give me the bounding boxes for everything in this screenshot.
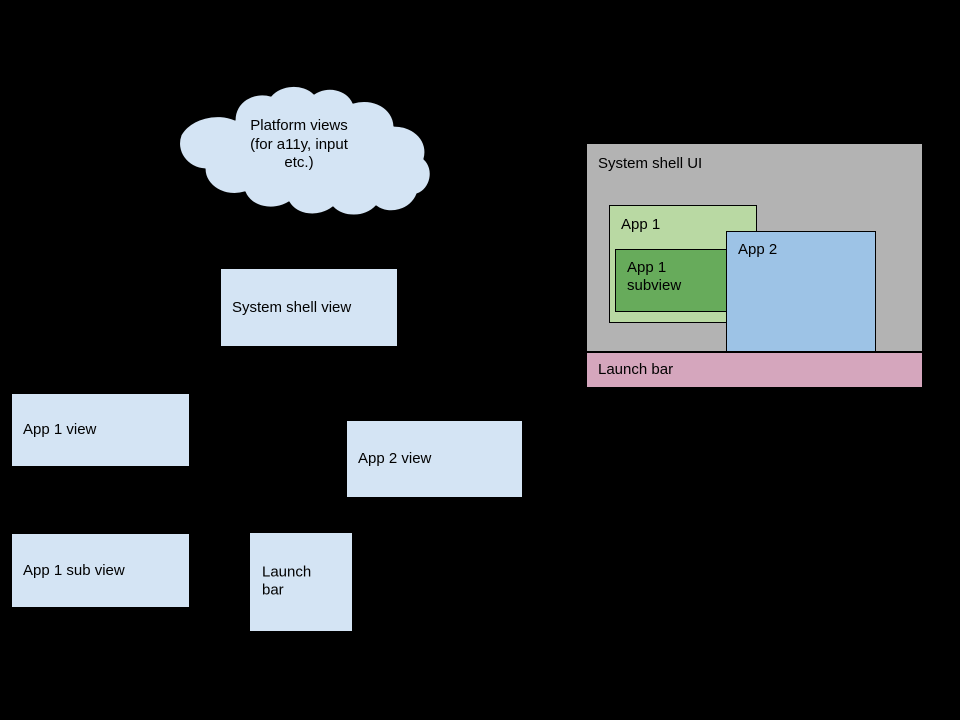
system-shell-view-box[interactable]: System shell view [220, 268, 398, 347]
app-2-view-label: App 2 view [358, 449, 432, 467]
app-1-subview-window-label: App 1 subview [627, 259, 682, 295]
app-2-view-box[interactable]: App 2 view [346, 420, 523, 498]
launch-bar-view-label: Launch bar [262, 563, 312, 599]
cloud-shape-icon [178, 86, 431, 216]
app-1-view-label: App 1 view [23, 420, 97, 438]
launch-bar-strip[interactable]: Launch bar [586, 352, 923, 388]
app-1-sub-view-box[interactable]: App 1 sub view [11, 533, 190, 608]
app-1-sub-view-label: App 1 sub view [23, 561, 125, 579]
platform-views-cloud: Platform views (for a11y, input etc.) [161, 86, 437, 218]
app-1-view-box[interactable]: App 1 view [11, 393, 190, 467]
system-shell-view-label: System shell view [232, 298, 352, 316]
app-2-window[interactable]: App 2 [726, 231, 876, 352]
system-shell-ui-label: System shell UI [598, 155, 703, 172]
launch-bar-strip-label: Launch bar [598, 360, 674, 378]
platform-views-cloud-label: Platform views (for a11y, input etc.) [250, 116, 348, 172]
app-1-window-label: App 1 [621, 216, 661, 233]
app-2-window-label: App 2 [738, 241, 778, 258]
launch-bar-view-box[interactable]: Launch bar [249, 532, 353, 632]
